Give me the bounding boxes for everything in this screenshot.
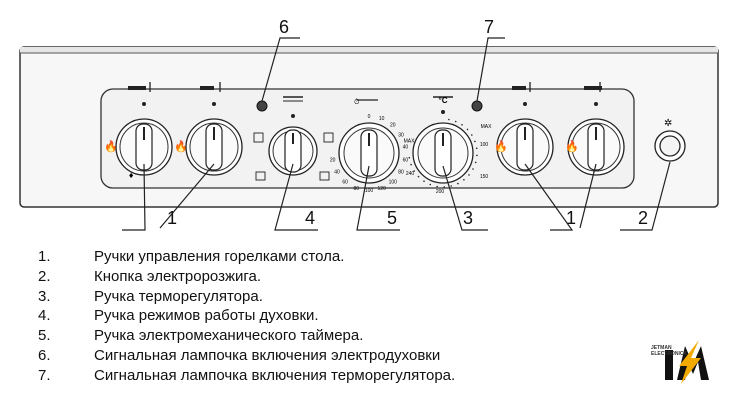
burner-knob-4[interactable]: 🔥 bbox=[565, 82, 625, 176]
thermostat-scale-label: °C bbox=[439, 96, 448, 105]
thermostat-scale-label: 150 bbox=[480, 174, 489, 180]
legend-item: 5. Ручка электромеханического таймера. bbox=[38, 327, 363, 344]
callout-6: 6 bbox=[279, 17, 289, 37]
thermostat-scale-label: 240 bbox=[406, 171, 415, 177]
timer-scale-label: 40 bbox=[334, 170, 340, 176]
callout-5: 5 bbox=[387, 208, 397, 228]
legend-item: 4. Ручка режимов работы духовки. bbox=[38, 307, 319, 324]
svg-text:🔥: 🔥 bbox=[174, 140, 188, 153]
thermostat-scale-label: MAX bbox=[481, 124, 493, 130]
thermostat-scale: °C MAX 100 150 200 240 bbox=[406, 96, 492, 195]
legend-text: Сигнальная лампочка включения терморегул… bbox=[94, 366, 456, 384]
timer-scale-label: 30 bbox=[398, 133, 404, 139]
svg-text:♦: ♦ bbox=[128, 172, 134, 180]
timer-scale-label: 40 bbox=[403, 145, 409, 151]
timer-scale-label: 120 bbox=[378, 186, 387, 192]
legend-number: 6. bbox=[38, 347, 51, 364]
ignition-button[interactable]: ✲ bbox=[654, 118, 686, 162]
legend-number: 1. bbox=[38, 248, 51, 265]
thermostat-knob[interactable]: °C MAX 100 150 200 240 bbox=[406, 96, 492, 195]
legend-text: Ручки управления горелками стола. bbox=[94, 248, 345, 265]
legend-number: 4. bbox=[38, 307, 51, 325]
svg-text:🔥: 🔥 bbox=[104, 140, 118, 153]
burner-knob-2[interactable]: 🔥 bbox=[174, 82, 243, 176]
jetman-logo bbox=[665, 340, 709, 384]
svg-text:⏱: ⏱ bbox=[354, 98, 360, 106]
legend-item: 2. Кнопка электророзжига. bbox=[38, 268, 261, 285]
legend-number: 5. bbox=[38, 327, 51, 345]
legend-item: 3. Ручка терморегулятора. bbox=[38, 288, 263, 305]
timer-scale-label: 80 bbox=[354, 186, 360, 192]
oven-signal-lamp bbox=[256, 100, 268, 112]
legend-text: Ручка электромеханического таймера. bbox=[94, 327, 364, 345]
burner-knob-3[interactable]: 🔥 bbox=[494, 82, 554, 176]
callout-2: 2 bbox=[638, 208, 648, 228]
timer-scale-label: 100 bbox=[389, 179, 398, 185]
logo-line1: JETMAN bbox=[651, 345, 672, 351]
thermostat-signal-lamp bbox=[471, 100, 483, 112]
panel-top-strip bbox=[20, 47, 718, 53]
callout-1: 1 bbox=[566, 208, 576, 228]
legend-number: 3. bbox=[38, 287, 51, 305]
callout-lines bbox=[122, 37, 671, 231]
spark-icon: ✲ bbox=[664, 118, 672, 129]
legend-number: 2. bbox=[38, 267, 51, 285]
callout-1: 1 bbox=[167, 208, 177, 228]
legend-text: Ручка режимов работы духовки. bbox=[94, 307, 319, 325]
timer-scale-label: 20 bbox=[390, 123, 396, 129]
callout-4: 4 bbox=[305, 208, 315, 228]
legend-item: 1. Ручки управления горелками стола. bbox=[38, 248, 344, 265]
timer-scale-label: 10 bbox=[379, 116, 385, 122]
legend-number: 7. bbox=[38, 366, 51, 384]
thermostat-scale-label: 100 bbox=[480, 142, 489, 148]
thermostat-scale-label: 200 bbox=[436, 189, 445, 195]
legend-text: Сигнальная лампочка включения электродух… bbox=[94, 347, 441, 364]
legend-text: Ручка терморегулятора. bbox=[94, 287, 263, 305]
timer-scale-label: MAX bbox=[404, 138, 416, 144]
legend-item: 6. Сигнальная лампочка включения электрод… bbox=[38, 347, 440, 364]
timer-scale-label: 60 bbox=[342, 179, 348, 185]
timer-scale-label: 100 bbox=[365, 188, 374, 194]
logo-caption: JETMAN ELECTRONICS bbox=[651, 345, 687, 357]
legend-text: Кнопка электророзжига. bbox=[94, 267, 262, 285]
callout-3: 3 bbox=[463, 208, 473, 228]
oven-mode-knob[interactable] bbox=[253, 96, 334, 181]
timer-scale-label: 20 bbox=[330, 157, 336, 163]
timer-scale-label: 60 bbox=[403, 157, 409, 163]
callout-7: 7 bbox=[484, 17, 494, 37]
svg-text:🔥: 🔥 bbox=[494, 140, 508, 153]
timer-scale-label: 0 bbox=[368, 114, 371, 120]
timer-scale-label: 80 bbox=[398, 170, 404, 176]
logo-line2: ELECTRONICS bbox=[651, 351, 687, 357]
legend-item: 7. Сигнальная лампочка включения терморег… bbox=[38, 367, 455, 384]
svg-text:🔥: 🔥 bbox=[565, 140, 579, 153]
